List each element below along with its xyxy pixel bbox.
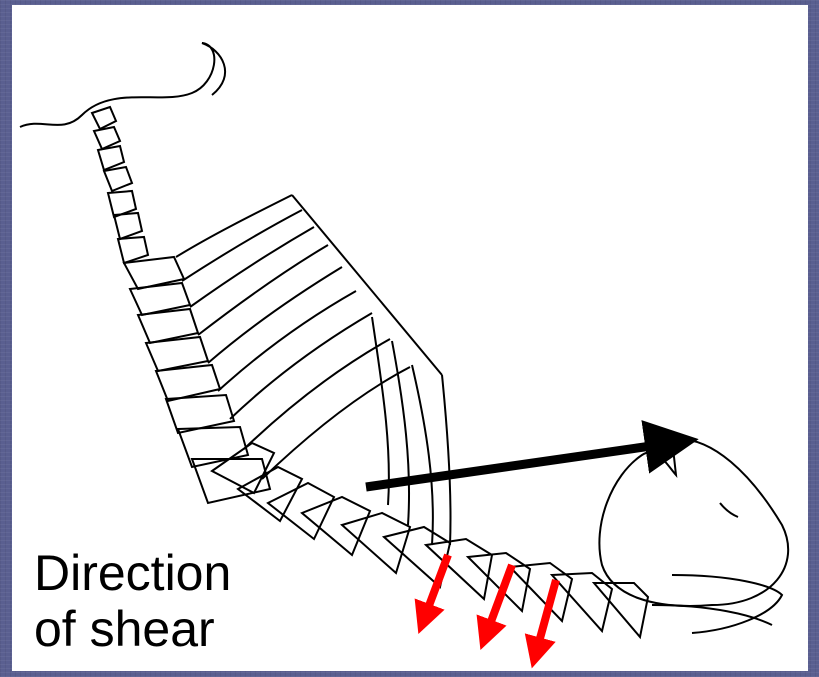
- pelvis: [599, 439, 788, 633]
- rib-cage: [176, 195, 451, 545]
- direction-arrow: [366, 443, 672, 487]
- caption-line-1: Direction: [34, 545, 231, 601]
- head-outline: [20, 43, 225, 127]
- slide-canvas: Direction of shear: [12, 5, 808, 671]
- caption-line-2: of shear: [34, 601, 231, 657]
- direction-of-shear-caption: Direction of shear: [34, 545, 231, 657]
